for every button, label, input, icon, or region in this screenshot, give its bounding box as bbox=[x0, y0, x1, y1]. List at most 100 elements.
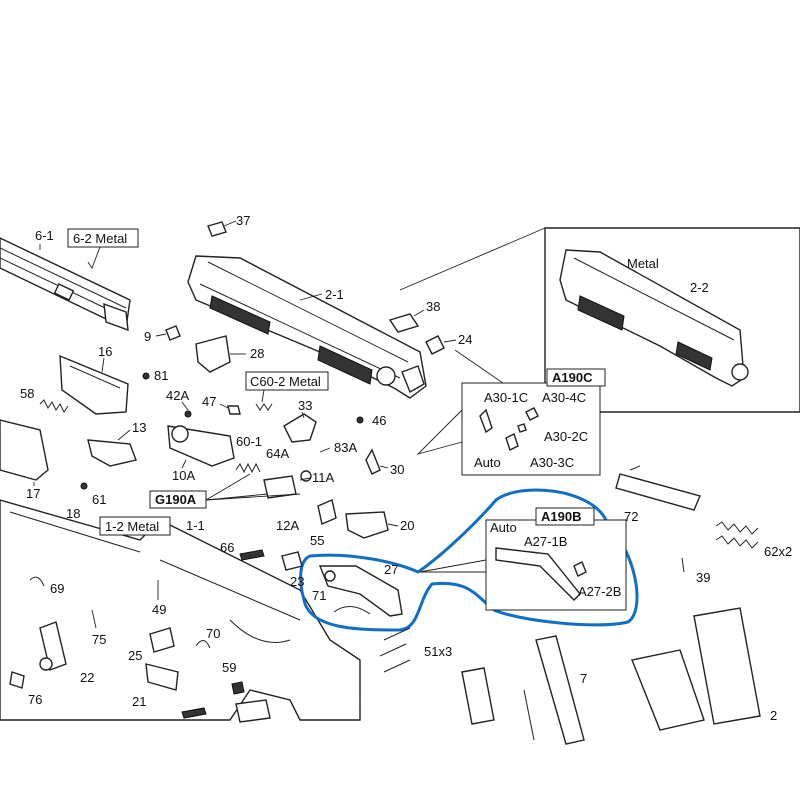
label-a30-2c: A30-2C bbox=[544, 429, 588, 444]
part-20 bbox=[345, 511, 389, 539]
grip-panel-left bbox=[631, 649, 705, 731]
part-16 bbox=[59, 354, 129, 415]
label-76: 76 bbox=[28, 692, 42, 707]
part-c60-2-spring bbox=[255, 403, 273, 411]
part-38 bbox=[388, 313, 420, 333]
label-55: 55 bbox=[310, 533, 324, 548]
label-1-1: 1-1 bbox=[186, 518, 205, 533]
part-30 bbox=[365, 448, 381, 475]
part-70 bbox=[195, 640, 211, 649]
label-71: 71 bbox=[312, 588, 326, 603]
part-39 bbox=[681, 557, 685, 573]
label-38: 38 bbox=[426, 299, 440, 314]
part-7 bbox=[461, 635, 585, 745]
label-a190c: A190C bbox=[552, 370, 593, 385]
part-12a bbox=[317, 499, 337, 525]
part-24 bbox=[425, 335, 445, 355]
label-2: 2 bbox=[770, 708, 777, 723]
label-10a: 10A bbox=[172, 468, 195, 483]
part-33 bbox=[283, 413, 317, 443]
part-71 bbox=[333, 606, 371, 615]
label-16: 16 bbox=[98, 344, 112, 359]
part-23 bbox=[281, 551, 303, 571]
label-7: 7 bbox=[580, 671, 587, 686]
part-46 bbox=[356, 416, 364, 424]
label-83a: 83A bbox=[334, 440, 357, 455]
grip-panel-right bbox=[693, 607, 761, 725]
part-59 bbox=[231, 681, 245, 695]
label-24: 24 bbox=[458, 332, 472, 347]
part-hammer-strut bbox=[235, 699, 271, 723]
part-27 bbox=[318, 565, 403, 617]
label-37: 37 bbox=[236, 213, 250, 228]
label-60-1: 60-1 bbox=[236, 434, 262, 449]
part-21 bbox=[145, 663, 179, 691]
label-12a: 12A bbox=[276, 518, 299, 533]
part-10a bbox=[167, 425, 235, 467]
label-6-2-metal: 6-2 Metal bbox=[73, 231, 127, 246]
label-64a: 64A bbox=[266, 446, 289, 461]
label-auto-2: Auto bbox=[490, 520, 517, 535]
part-81 bbox=[142, 372, 150, 380]
part-9 bbox=[165, 325, 181, 341]
label-auto-1: Auto bbox=[474, 455, 501, 470]
part-17 bbox=[0, 419, 49, 481]
inset-box-2-2 bbox=[399, 227, 800, 413]
label-59: 59 bbox=[222, 660, 236, 675]
part-11a bbox=[263, 470, 312, 499]
part-47 bbox=[227, 405, 241, 415]
part-66 bbox=[239, 549, 265, 561]
label-a30-1c: A30-1C bbox=[484, 390, 528, 405]
label-11a: 11A bbox=[312, 470, 334, 485]
label-75: 75 bbox=[92, 632, 106, 647]
highlight-outline bbox=[299, 488, 639, 632]
label-51x3: 51x3 bbox=[424, 644, 452, 659]
label-27: 27 bbox=[384, 562, 398, 577]
label-58: 58 bbox=[20, 386, 34, 401]
label-1-2-metal: 1-2 Metal bbox=[105, 519, 159, 534]
label-a30-3c: A30-3C bbox=[530, 455, 574, 470]
label-28: 28 bbox=[250, 346, 264, 361]
label-a30-4c: A30-4C bbox=[542, 390, 586, 405]
label-a190b: A190B bbox=[541, 509, 581, 524]
label-33: 33 bbox=[298, 398, 312, 413]
part-64a-spring bbox=[235, 462, 261, 474]
a190c-box bbox=[416, 382, 601, 476]
label-49: 49 bbox=[152, 602, 166, 617]
label-61: 61 bbox=[92, 492, 106, 507]
label-13: 13 bbox=[132, 420, 146, 435]
part-25 bbox=[149, 627, 175, 653]
part-13 bbox=[87, 439, 137, 467]
part-62-springs bbox=[715, 521, 759, 549]
label-62x2: 62x2 bbox=[764, 544, 792, 559]
label-47: 47 bbox=[202, 394, 216, 409]
label-81: 81 bbox=[154, 368, 168, 383]
label-23: 23 bbox=[290, 574, 304, 589]
label-66: 66 bbox=[220, 540, 234, 555]
part-61 bbox=[80, 482, 88, 490]
part-76 bbox=[9, 671, 25, 689]
part-22 bbox=[39, 621, 67, 671]
slide-part-2-1 bbox=[187, 255, 427, 399]
part-69 bbox=[29, 576, 45, 587]
label-2-2: 2-2 bbox=[690, 280, 709, 295]
label-6-1: 6-1 bbox=[35, 228, 54, 243]
part-58-spring bbox=[39, 399, 69, 413]
part-28 bbox=[195, 335, 231, 373]
label-72: 72 bbox=[624, 509, 638, 524]
label-70: 70 bbox=[206, 626, 220, 641]
label-a27-2b: A27-2B bbox=[578, 584, 621, 599]
frame-part-1-1 bbox=[0, 499, 361, 721]
label-42a: 42A bbox=[166, 388, 189, 403]
label-22: 22 bbox=[80, 670, 94, 685]
part-37 bbox=[207, 221, 227, 237]
label-39: 39 bbox=[696, 570, 710, 585]
label-c60-2-metal: C60-2 Metal bbox=[250, 374, 321, 389]
label-46: 46 bbox=[372, 413, 386, 428]
part-51-pins bbox=[379, 627, 411, 673]
part-screw-bottom bbox=[181, 707, 207, 719]
label-2-1: 2-1 bbox=[325, 287, 344, 302]
label-metal: Metal bbox=[627, 256, 659, 271]
label-g190a: G190A bbox=[155, 492, 197, 507]
